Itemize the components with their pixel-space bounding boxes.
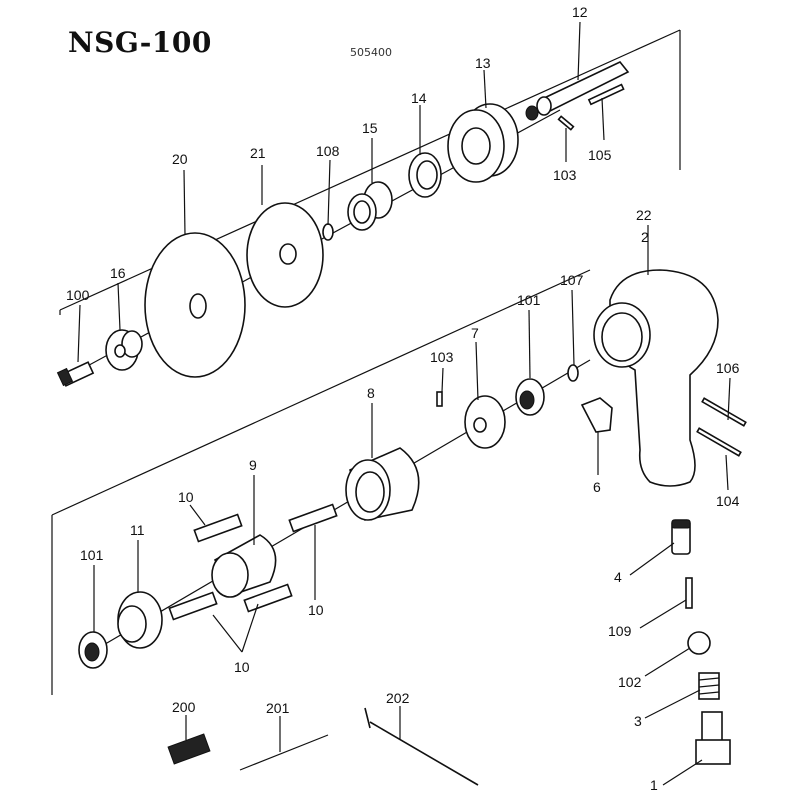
part-3-spring — [698, 672, 720, 700]
label-12: 12 — [572, 4, 588, 20]
label-13: 13 — [475, 55, 491, 71]
part-201-rod — [239, 734, 329, 771]
part-20-grinding-disc — [144, 232, 246, 378]
label-7: 7 — [471, 325, 479, 341]
label-106: 106 — [716, 360, 740, 376]
label-14: 14 — [411, 90, 427, 106]
part-2-housing — [593, 269, 719, 487]
label-202: 202 — [386, 690, 410, 706]
label-101-lower: 101 — [80, 547, 104, 563]
label-105: 105 — [588, 147, 612, 163]
label-201: 201 — [266, 700, 290, 716]
label-6: 6 — [593, 479, 601, 495]
lower-axis-line — [94, 359, 591, 651]
part-200-nipple — [167, 733, 211, 765]
label-200: 200 — [172, 699, 196, 715]
part-103-pin-upper — [557, 115, 575, 131]
label-107: 107 — [560, 272, 584, 288]
part-9-rotor — [211, 534, 277, 598]
part-104-pin — [696, 427, 742, 457]
part-6-lever — [580, 397, 613, 433]
label-16: 16 — [110, 265, 126, 281]
label-3: 3 — [634, 713, 642, 729]
label-100: 100 — [66, 287, 90, 303]
label-104: 104 — [716, 493, 740, 509]
part-15-spacer — [347, 181, 393, 231]
part-101-bearing-upper — [515, 378, 545, 416]
label-103-lower: 103 — [430, 349, 454, 365]
model-title: NSG-100 — [68, 26, 212, 59]
label-8: 8 — [367, 385, 375, 401]
part-code: 505400 — [350, 46, 392, 59]
label-102: 102 — [618, 674, 642, 690]
label-1: 1 — [650, 777, 658, 793]
label-103-upper: 103 — [553, 167, 577, 183]
leader-lines — [77, 21, 731, 786]
part-4-valve-bush — [671, 519, 691, 555]
part-12-spindle — [525, 61, 630, 121]
part-103-pin-lower — [436, 391, 443, 407]
label-15: 15 — [362, 120, 378, 136]
label-109: 109 — [608, 623, 632, 639]
label-9: 9 — [249, 457, 257, 473]
part-21-backing-disc — [246, 202, 324, 308]
part-105-key — [587, 83, 625, 106]
part-16-flange — [105, 329, 143, 371]
part-108-o-ring — [322, 223, 334, 241]
label-20: 20 — [172, 151, 188, 167]
label-108: 108 — [316, 143, 340, 159]
part-14-washer — [408, 152, 442, 198]
part-107-o-ring — [567, 364, 579, 382]
label-21: 21 — [250, 145, 266, 161]
label-10-bottom: 10 — [234, 659, 250, 675]
part-13-bearing-housing — [447, 103, 519, 183]
part-101-bearing-lower — [78, 631, 108, 669]
label-4: 4 — [614, 569, 622, 585]
part-7-end-plate — [464, 395, 506, 449]
label-11: 11 — [130, 522, 145, 538]
part-10-blade-4 — [243, 583, 293, 613]
part-labels: 12 13 14 15 108 21 20 16 100 103 105 22 … — [66, 4, 740, 793]
part-202-hex-key-shaft — [369, 721, 479, 786]
part-1-air-inlet — [695, 711, 731, 765]
label-101-upper: 101 — [517, 292, 541, 308]
part-8-cylinder — [345, 447, 420, 521]
part-109-valve-stem — [685, 577, 693, 609]
part-10-blade-2 — [288, 503, 338, 533]
part-10-blade-1 — [193, 513, 243, 543]
label-22: 22 — [636, 207, 652, 223]
part-10-blade-3 — [168, 591, 218, 621]
part-202-hex-key-short — [364, 707, 371, 729]
part-11-rear-plate — [117, 591, 163, 649]
part-100-bolt — [56, 361, 95, 387]
label-10-right: 10 — [308, 602, 324, 618]
label-2: 2 — [641, 229, 649, 245]
label-10-top: 10 — [178, 489, 194, 505]
part-106-pin — [701, 397, 747, 427]
lower-frame — [51, 269, 591, 695]
part-102-ball — [687, 631, 711, 655]
